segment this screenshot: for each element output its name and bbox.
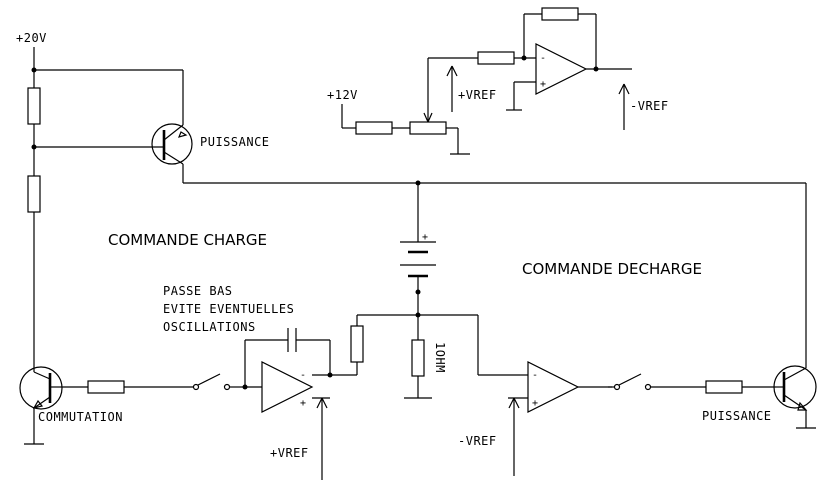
transistor-commutation <box>19 366 63 445</box>
resistor-divider-bottom <box>27 175 41 213</box>
sense-wiring <box>356 314 520 376</box>
vref-arrow-top <box>446 65 458 112</box>
opamp-charge <box>245 361 357 413</box>
label-supply-20v: +20V <box>16 31 47 45</box>
label-mvref-top: -VREF <box>630 99 669 113</box>
mvref-arrow-top <box>618 83 630 130</box>
label-commande-decharge: COMMANDE DECHARGE <box>522 260 702 278</box>
mvref-reference-bottom <box>508 397 520 476</box>
label-shunt-1ohm: 1OHM <box>433 342 447 373</box>
switch-discharge <box>608 373 706 391</box>
opamp-discharge-plus: + <box>532 398 538 409</box>
label-supply-12v: +12V <box>327 88 358 102</box>
battery-plus-sign: + <box>422 232 428 243</box>
opamp-inverter <box>506 13 632 111</box>
label-commutation: COMMUTATION <box>38 410 123 424</box>
resistor-divider-top <box>27 87 41 125</box>
label-oscillations: OSCILLATIONS <box>163 320 256 334</box>
supply-rail-20v <box>31 47 184 125</box>
opamp-charge-minus: - <box>300 370 306 381</box>
label-vref-bottom: +VREF <box>270 446 309 460</box>
label-mvref-bottom: -VREF <box>458 434 497 448</box>
opamp-inverter-plus: + <box>540 79 546 90</box>
resistor-inverter-input <box>477 51 515 65</box>
resistor-sense-input <box>350 325 364 363</box>
label-puissance-right: PUISSANCE <box>702 409 772 423</box>
capacitor-lowpass <box>242 328 331 390</box>
resistor-base-left <box>87 380 125 394</box>
resistor-inverter-feedback <box>541 7 579 21</box>
label-vref-top: +VREF <box>458 88 497 102</box>
opamp-inverter-minus: - <box>540 53 546 64</box>
reference-source-12v <box>341 104 470 155</box>
label-commande-charge: COMMANDE CHARGE <box>108 231 267 249</box>
vref-reference-bottom <box>316 397 328 480</box>
potentiometer-wiper <box>423 57 478 123</box>
resistor-shunt-1ohm <box>411 339 425 377</box>
switch-charge <box>160 373 245 391</box>
label-passe-bas: PASSE BAS <box>163 284 233 298</box>
load-bus <box>183 180 807 368</box>
potentiometer-ref <box>409 121 447 135</box>
label-puissance-top: PUISSANCE <box>200 135 270 149</box>
transistor-power-top <box>34 123 193 183</box>
opamp-discharge <box>508 361 612 413</box>
battery <box>400 183 436 398</box>
opamp-charge-plus: + <box>300 398 306 409</box>
resistor-ref-series <box>355 121 393 135</box>
label-evite: EVITE EVENTUELLES <box>163 302 294 316</box>
transistor-power-right <box>773 365 817 429</box>
resistor-base-right <box>705 380 743 394</box>
opamp-discharge-minus: - <box>532 370 538 381</box>
